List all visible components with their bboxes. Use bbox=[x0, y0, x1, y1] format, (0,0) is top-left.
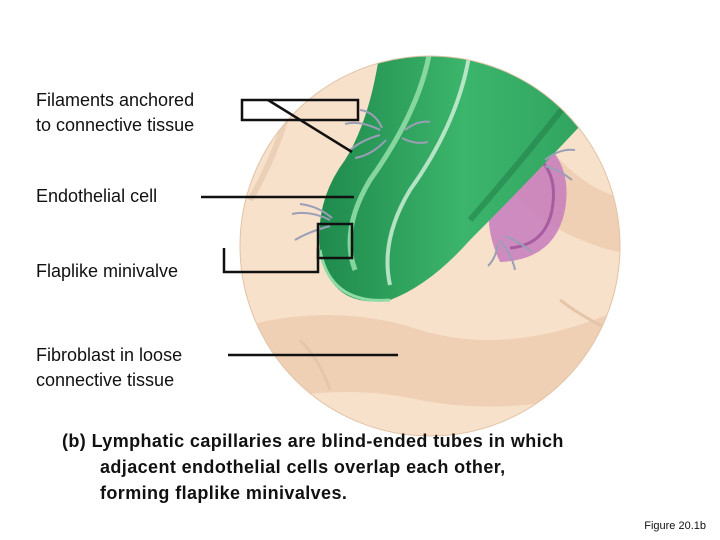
figure-caption: (b) Lymphatic capillaries are blind-ende… bbox=[62, 428, 712, 506]
caption-line3: forming flaplike minivalves. bbox=[62, 480, 712, 506]
caption-line1: (b) Lymphatic capillaries are blind-ende… bbox=[62, 428, 712, 454]
label-filaments-line1: Filaments anchored bbox=[36, 88, 194, 113]
figure-reference: Figure 20.1b bbox=[644, 520, 706, 532]
label-fibroblast-line2: connective tissue bbox=[36, 368, 182, 393]
label-filaments-line2: to connective tissue bbox=[36, 113, 194, 138]
tissue-magnification-circle bbox=[230, 50, 640, 450]
label-fibroblast-line1: Fibroblast in loose bbox=[36, 343, 182, 368]
label-fibroblast: Fibroblast in loose connective tissue bbox=[36, 343, 182, 393]
label-flaplike-minivalve: Flaplike minivalve bbox=[36, 259, 178, 284]
label-filaments-anchored: Filaments anchored to connective tissue bbox=[36, 88, 194, 138]
caption-line2: adjacent endothelial cells overlap each … bbox=[62, 454, 712, 480]
label-endothelial-cell: Endothelial cell bbox=[36, 184, 157, 209]
